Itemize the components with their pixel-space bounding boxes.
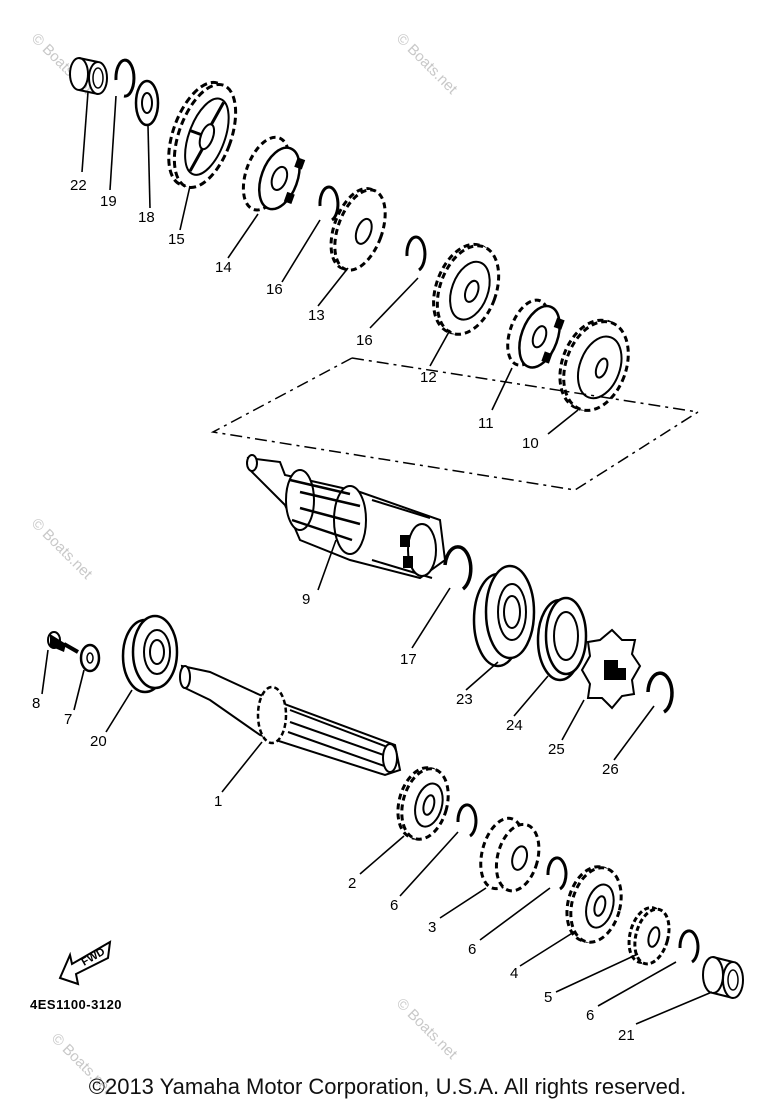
part-6-circlip-c bbox=[678, 929, 700, 964]
label-20: 20 bbox=[90, 733, 107, 750]
transmission-exploded-diagram: FWD 22 19 18 15 bbox=[32, 57, 744, 1044]
part-20-bearing bbox=[121, 614, 179, 694]
part-2-gear bbox=[396, 766, 450, 841]
copyright-notice: ©2013 Yamaha Motor Corporation, U.S.A. A… bbox=[88, 1074, 687, 1099]
label-7: 7 bbox=[64, 711, 72, 728]
part-16-circlip-a bbox=[318, 185, 340, 222]
label-24: 24 bbox=[506, 717, 523, 734]
label-6a: 6 bbox=[390, 897, 398, 914]
label-12: 12 bbox=[420, 369, 437, 386]
label-19: 19 bbox=[100, 193, 117, 210]
label-10: 10 bbox=[522, 435, 539, 452]
part-23-bearing bbox=[472, 564, 536, 668]
label-16: 16 bbox=[266, 281, 283, 298]
part-6-circlip-b bbox=[546, 856, 568, 891]
label-9: 9 bbox=[302, 591, 310, 608]
part-3-gear bbox=[479, 816, 541, 893]
part-12-gear bbox=[432, 242, 501, 336]
part-6-circlip-a bbox=[456, 803, 478, 838]
part-17-circlip bbox=[443, 545, 473, 591]
label-21: 21 bbox=[618, 1027, 635, 1044]
label-15: 15 bbox=[168, 231, 185, 248]
part-5-gear bbox=[627, 906, 671, 966]
part-9-countershaft bbox=[246, 454, 447, 580]
label-23: 23 bbox=[456, 691, 473, 708]
label-4: 4 bbox=[510, 965, 518, 982]
leader-lines bbox=[41, 91, 713, 1025]
label-17: 17 bbox=[400, 651, 417, 668]
label-25: 25 bbox=[548, 741, 565, 758]
part-26-circlip bbox=[646, 671, 674, 714]
label-16b: 16 bbox=[356, 332, 373, 349]
label-11: 11 bbox=[478, 415, 494, 432]
fwd-arrow-icon: FWD bbox=[58, 940, 112, 986]
part-14-gear bbox=[241, 135, 306, 212]
part-7-washer bbox=[79, 643, 101, 673]
reference-lines bbox=[210, 357, 699, 491]
label-6b: 6 bbox=[468, 941, 476, 958]
part-16-circlip-b bbox=[405, 235, 427, 272]
part-18-washer bbox=[134, 79, 160, 127]
part-15-gear bbox=[167, 80, 238, 190]
label-8: 8 bbox=[32, 695, 40, 712]
drawing-code: 4ES1100-3120 bbox=[30, 997, 123, 1012]
label-3: 3 bbox=[428, 919, 436, 936]
label-2: 2 bbox=[348, 875, 356, 892]
part-4-gear bbox=[565, 865, 623, 944]
part-13-gear bbox=[329, 186, 387, 272]
part-10-gear bbox=[558, 318, 630, 412]
part-21-collar bbox=[702, 956, 744, 999]
part-labels: 22 19 18 15 14 16 13 16 12 11 10 9 17 23… bbox=[32, 177, 635, 1044]
label-22: 22 bbox=[70, 177, 87, 194]
label-1: 1 bbox=[214, 793, 222, 810]
label-26: 26 bbox=[602, 761, 619, 778]
part-24-oil-seal bbox=[536, 596, 588, 682]
label-14: 14 bbox=[215, 259, 232, 276]
part-8-bolt bbox=[47, 631, 79, 654]
part-22-bearing bbox=[69, 57, 108, 95]
part-19-circlip bbox=[114, 58, 136, 98]
part-1-main-axle bbox=[179, 664, 402, 777]
label-18: 18 bbox=[138, 209, 155, 226]
part-11-gear bbox=[506, 298, 565, 369]
label-6c: 6 bbox=[586, 1007, 594, 1024]
part-25-sprocket bbox=[580, 628, 642, 710]
label-5: 5 bbox=[544, 989, 552, 1006]
label-13: 13 bbox=[308, 307, 325, 324]
